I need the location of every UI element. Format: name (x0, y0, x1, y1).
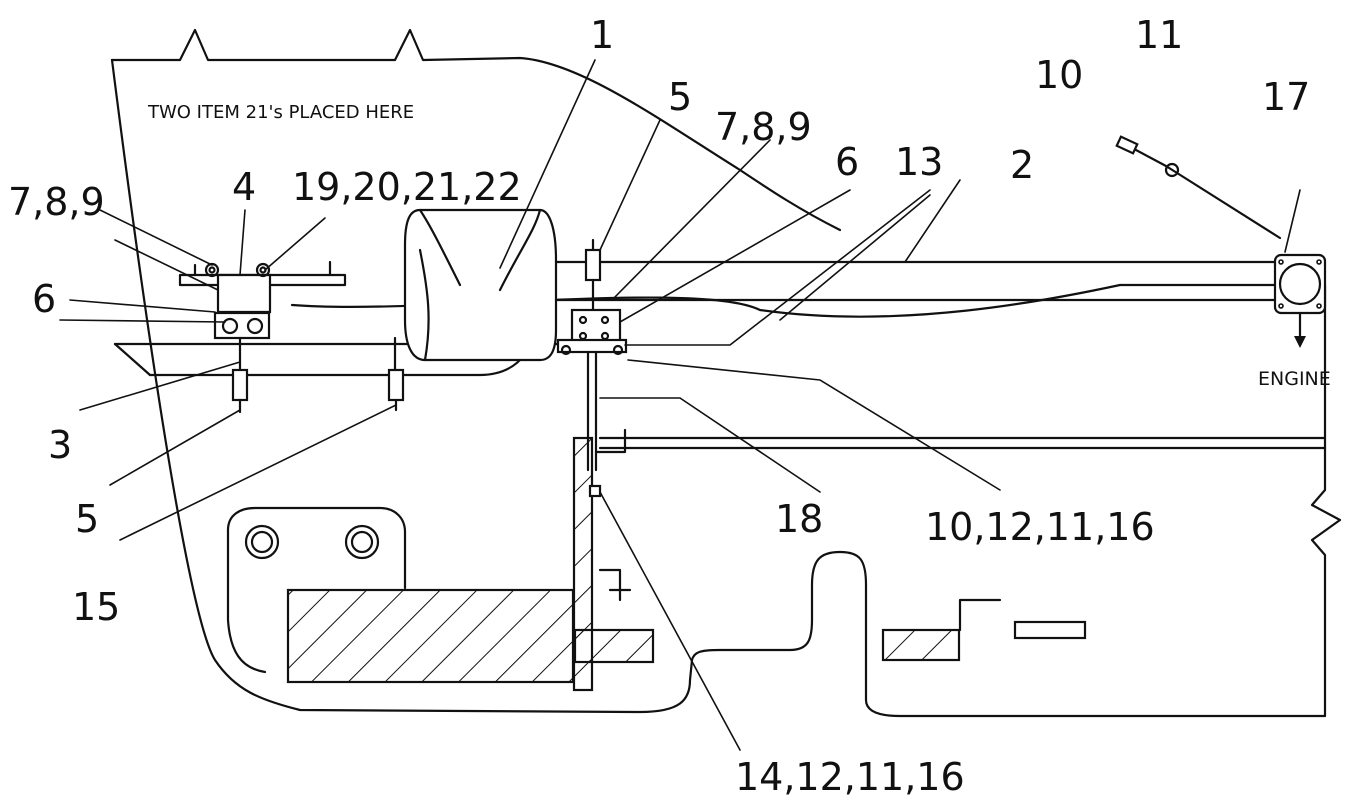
left-bracket-assembly (178, 260, 347, 414)
callout-19-20-21-22: 19,20,21,22 (292, 165, 522, 209)
callout-6-left: 6 (32, 277, 56, 321)
tail-pipe (554, 260, 1282, 302)
callout-5-top: 5 (668, 75, 692, 119)
callout-18: 18 (775, 497, 823, 541)
callout-2: 2 (1010, 143, 1034, 187)
callout-1: 1 (590, 13, 614, 57)
bolt-washer-detail (1115, 135, 1282, 240)
callout-17: 17 (1262, 75, 1310, 119)
callout-14-12-11-16: 14,12,11,16 (735, 755, 965, 799)
callout-7-8-9-mid: 7,8,9 (715, 105, 812, 149)
callout-11: 11 (1135, 13, 1183, 57)
callout-13: 13 (895, 140, 943, 184)
hatched-block (286, 436, 1087, 692)
callout-15: 15 (72, 585, 120, 629)
callout-10-12-11-16: 10,12,11,16 (925, 505, 1155, 549)
middle-bracket-assembly (556, 238, 632, 602)
callout-labels: 1 5 7,8,9 6 13 2 10 11 17 ENGINE TWO ITE… (8, 13, 1331, 799)
engine-label: ENGINE (1258, 368, 1331, 390)
muffler (403, 208, 558, 362)
plate-holes (244, 524, 380, 560)
engine-flange (1273, 253, 1327, 348)
callout-10: 10 (1035, 53, 1083, 97)
callout-4: 4 (232, 165, 256, 209)
callout-7-8-9-left: 7,8,9 (8, 180, 105, 224)
pipe-clamp-15 (387, 336, 405, 412)
callout-6-mid: 6 (835, 140, 859, 184)
placement-note: TWO ITEM 21's PLACED HERE (147, 102, 414, 123)
callout-5-left: 5 (75, 497, 99, 541)
leader-lines (59, 59, 1301, 751)
callout-3: 3 (48, 423, 72, 467)
